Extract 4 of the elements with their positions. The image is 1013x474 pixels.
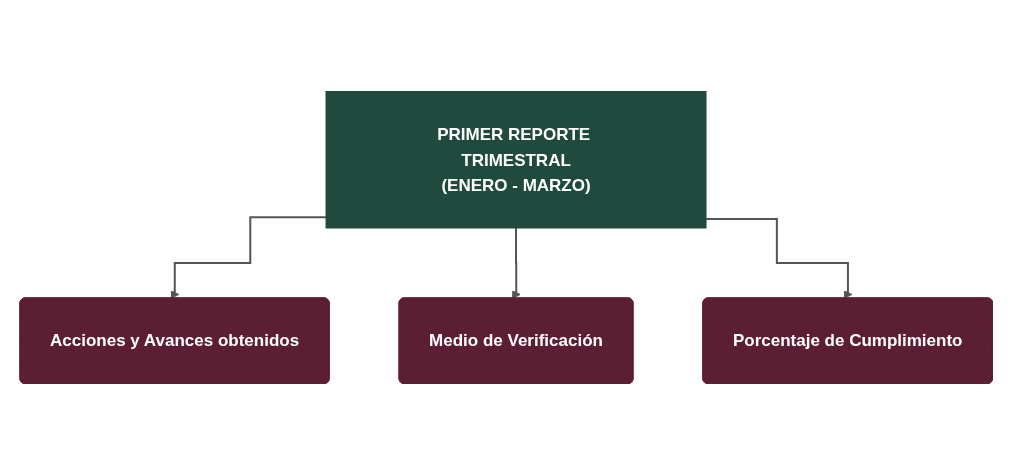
arrow xyxy=(705,217,853,299)
arrow xyxy=(170,215,328,299)
arrow xyxy=(512,226,522,299)
node-box: PRIMER REPORTE TRIMESTRAL (ENERO - MARZO) xyxy=(325,90,707,228)
